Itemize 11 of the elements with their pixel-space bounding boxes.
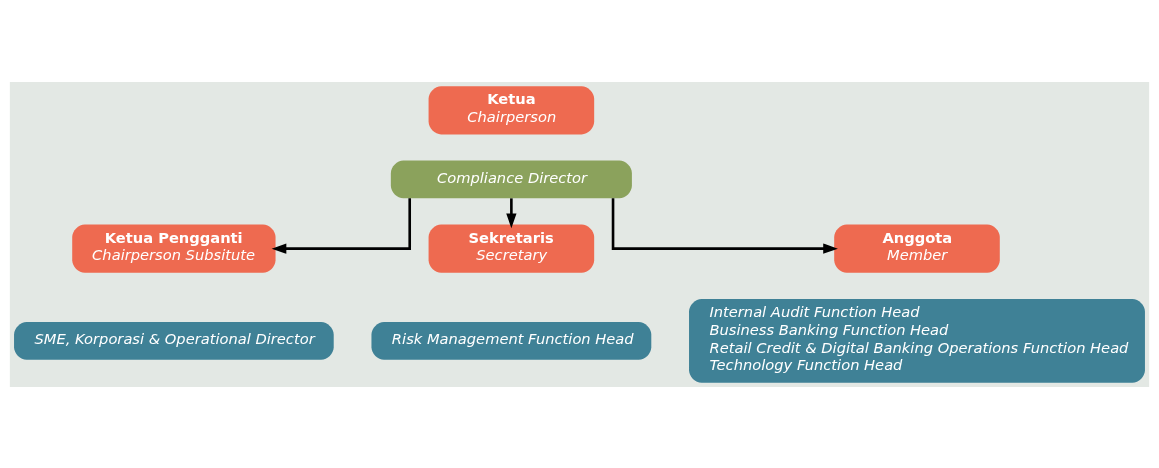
- arrow: [611, 197, 838, 254]
- arrow: [506, 197, 517, 228]
- node-box: Risk Management Function Head: [371, 321, 652, 360]
- node-box: Internal Audit Function Head Business Banking Function Head Retail Credit & Digital Banking Operations Function Head Technology Function Head: [689, 298, 1145, 383]
- node-box: Ketua Chairperson: [428, 85, 595, 134]
- node-box: SME, Korporasi & Operational Director: [14, 321, 334, 360]
- node-box: Ketua Pengganti Chairperson Subsitute: [72, 224, 276, 273]
- node-box: Anggota Member: [834, 224, 1000, 273]
- arrow: [271, 197, 411, 254]
- node-box: Sekretaris Secretary: [428, 224, 595, 273]
- node-box: Compliance Director: [390, 160, 632, 198]
